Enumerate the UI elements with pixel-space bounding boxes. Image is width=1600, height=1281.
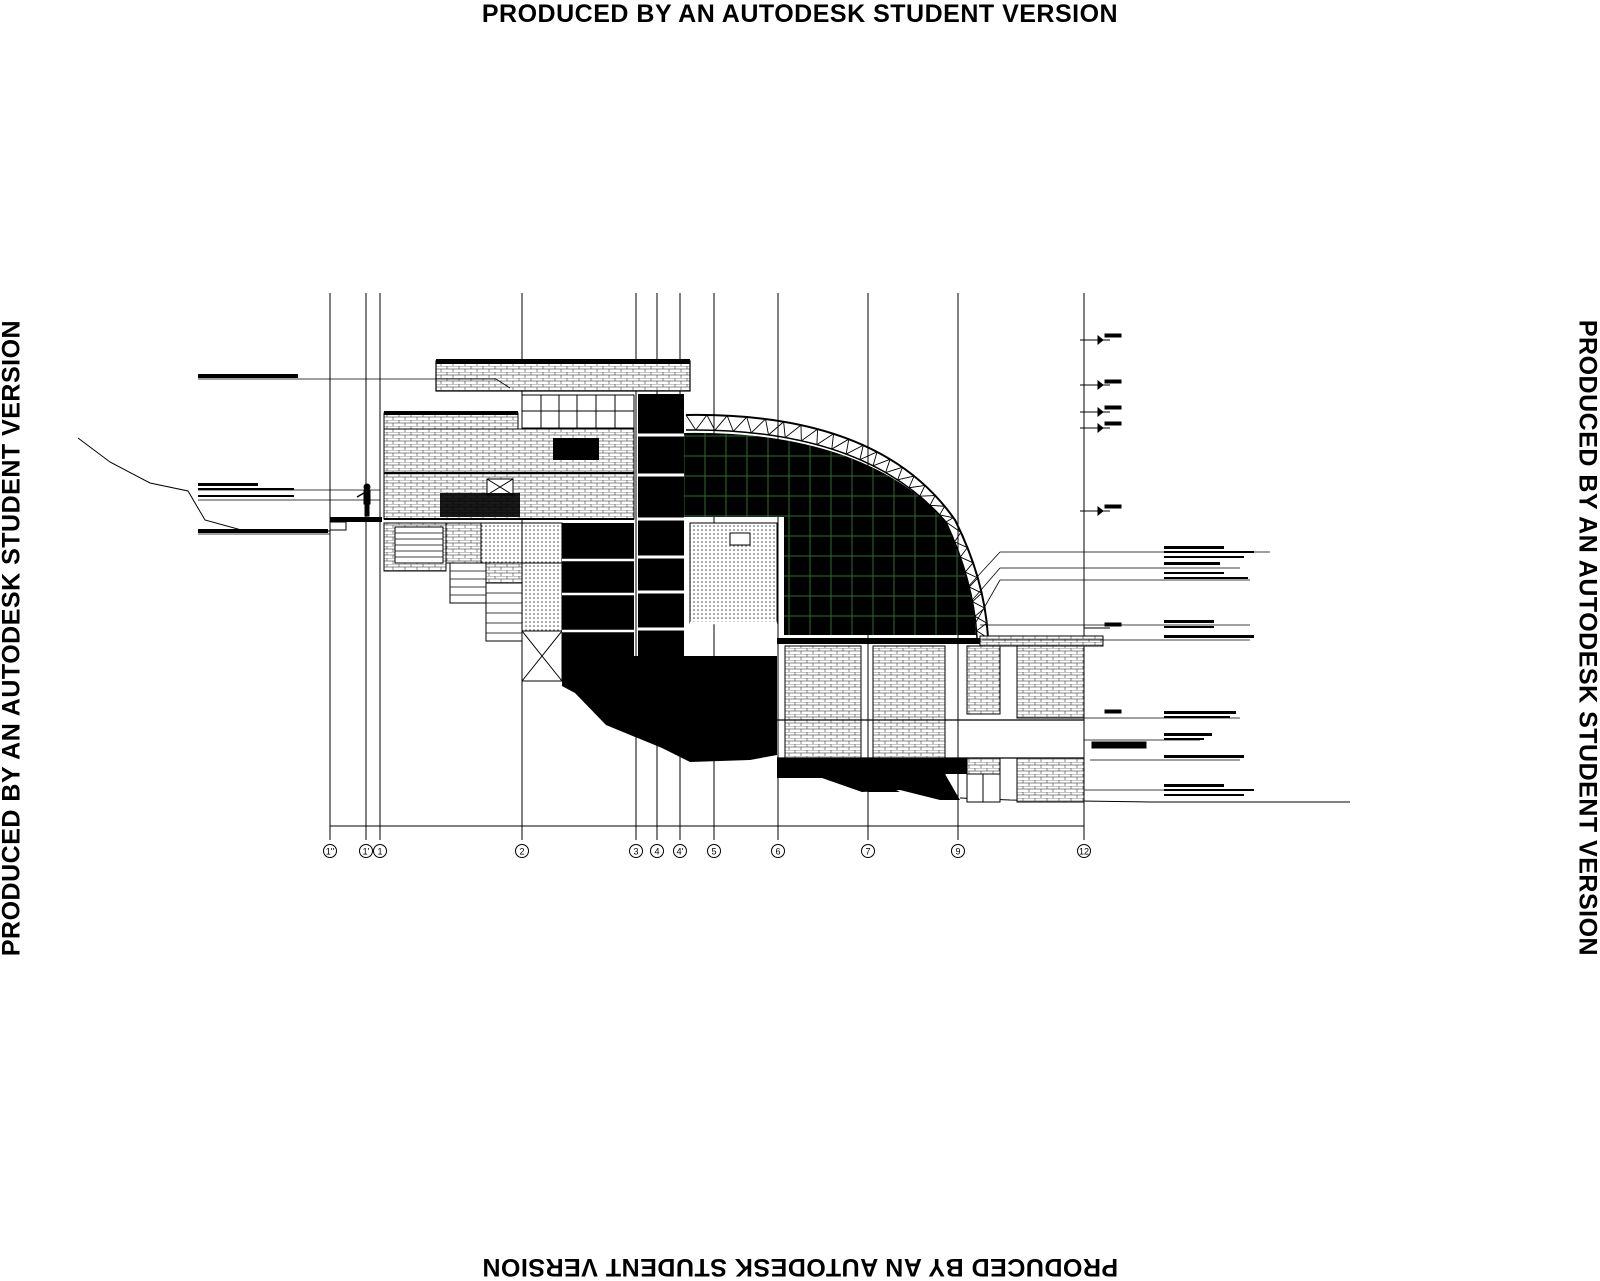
axis-label: 4 [654, 847, 659, 857]
top-roof-slab [436, 361, 690, 391]
axis-bubble: 6 [772, 845, 785, 858]
axis-label: 1'' [326, 847, 335, 857]
black-tower [638, 394, 684, 656]
axis-bubble: 7 [862, 845, 875, 858]
axis-label: 6 [775, 847, 780, 857]
axis-bubble: 1'' [324, 845, 337, 858]
axis-bubble: 1' [360, 845, 373, 858]
axis-label: 9 [955, 847, 960, 857]
clerestory-windows [522, 395, 634, 428]
axis-label: 5 [711, 847, 716, 857]
axis-label: 1' [363, 847, 370, 857]
left-annotation-text [198, 374, 328, 533]
axis-bubble: 12 [1078, 845, 1091, 858]
axis-label: 3 [633, 847, 638, 857]
axis-label: 12 [1079, 847, 1089, 857]
axis-label: 1 [377, 847, 382, 857]
axis-label: 7 [865, 847, 870, 857]
axis-bubble: 9 [952, 845, 965, 858]
axis-bubble: 5 [708, 845, 721, 858]
right-annotation-text [1164, 546, 1254, 796]
level-markers [1080, 334, 1146, 748]
upper-roof-slab [384, 413, 518, 429]
axis-bubble: 2 [516, 845, 529, 858]
axis-label: 2 [519, 847, 524, 857]
right-annotation-leaders [965, 552, 1270, 790]
axis-bubble: 4 [651, 845, 664, 858]
axis-bubble: 4' [674, 845, 687, 858]
axis-bubble: 3 [630, 845, 643, 858]
axis-bubble: 1 [374, 845, 387, 858]
axis-label: 4' [677, 847, 684, 857]
